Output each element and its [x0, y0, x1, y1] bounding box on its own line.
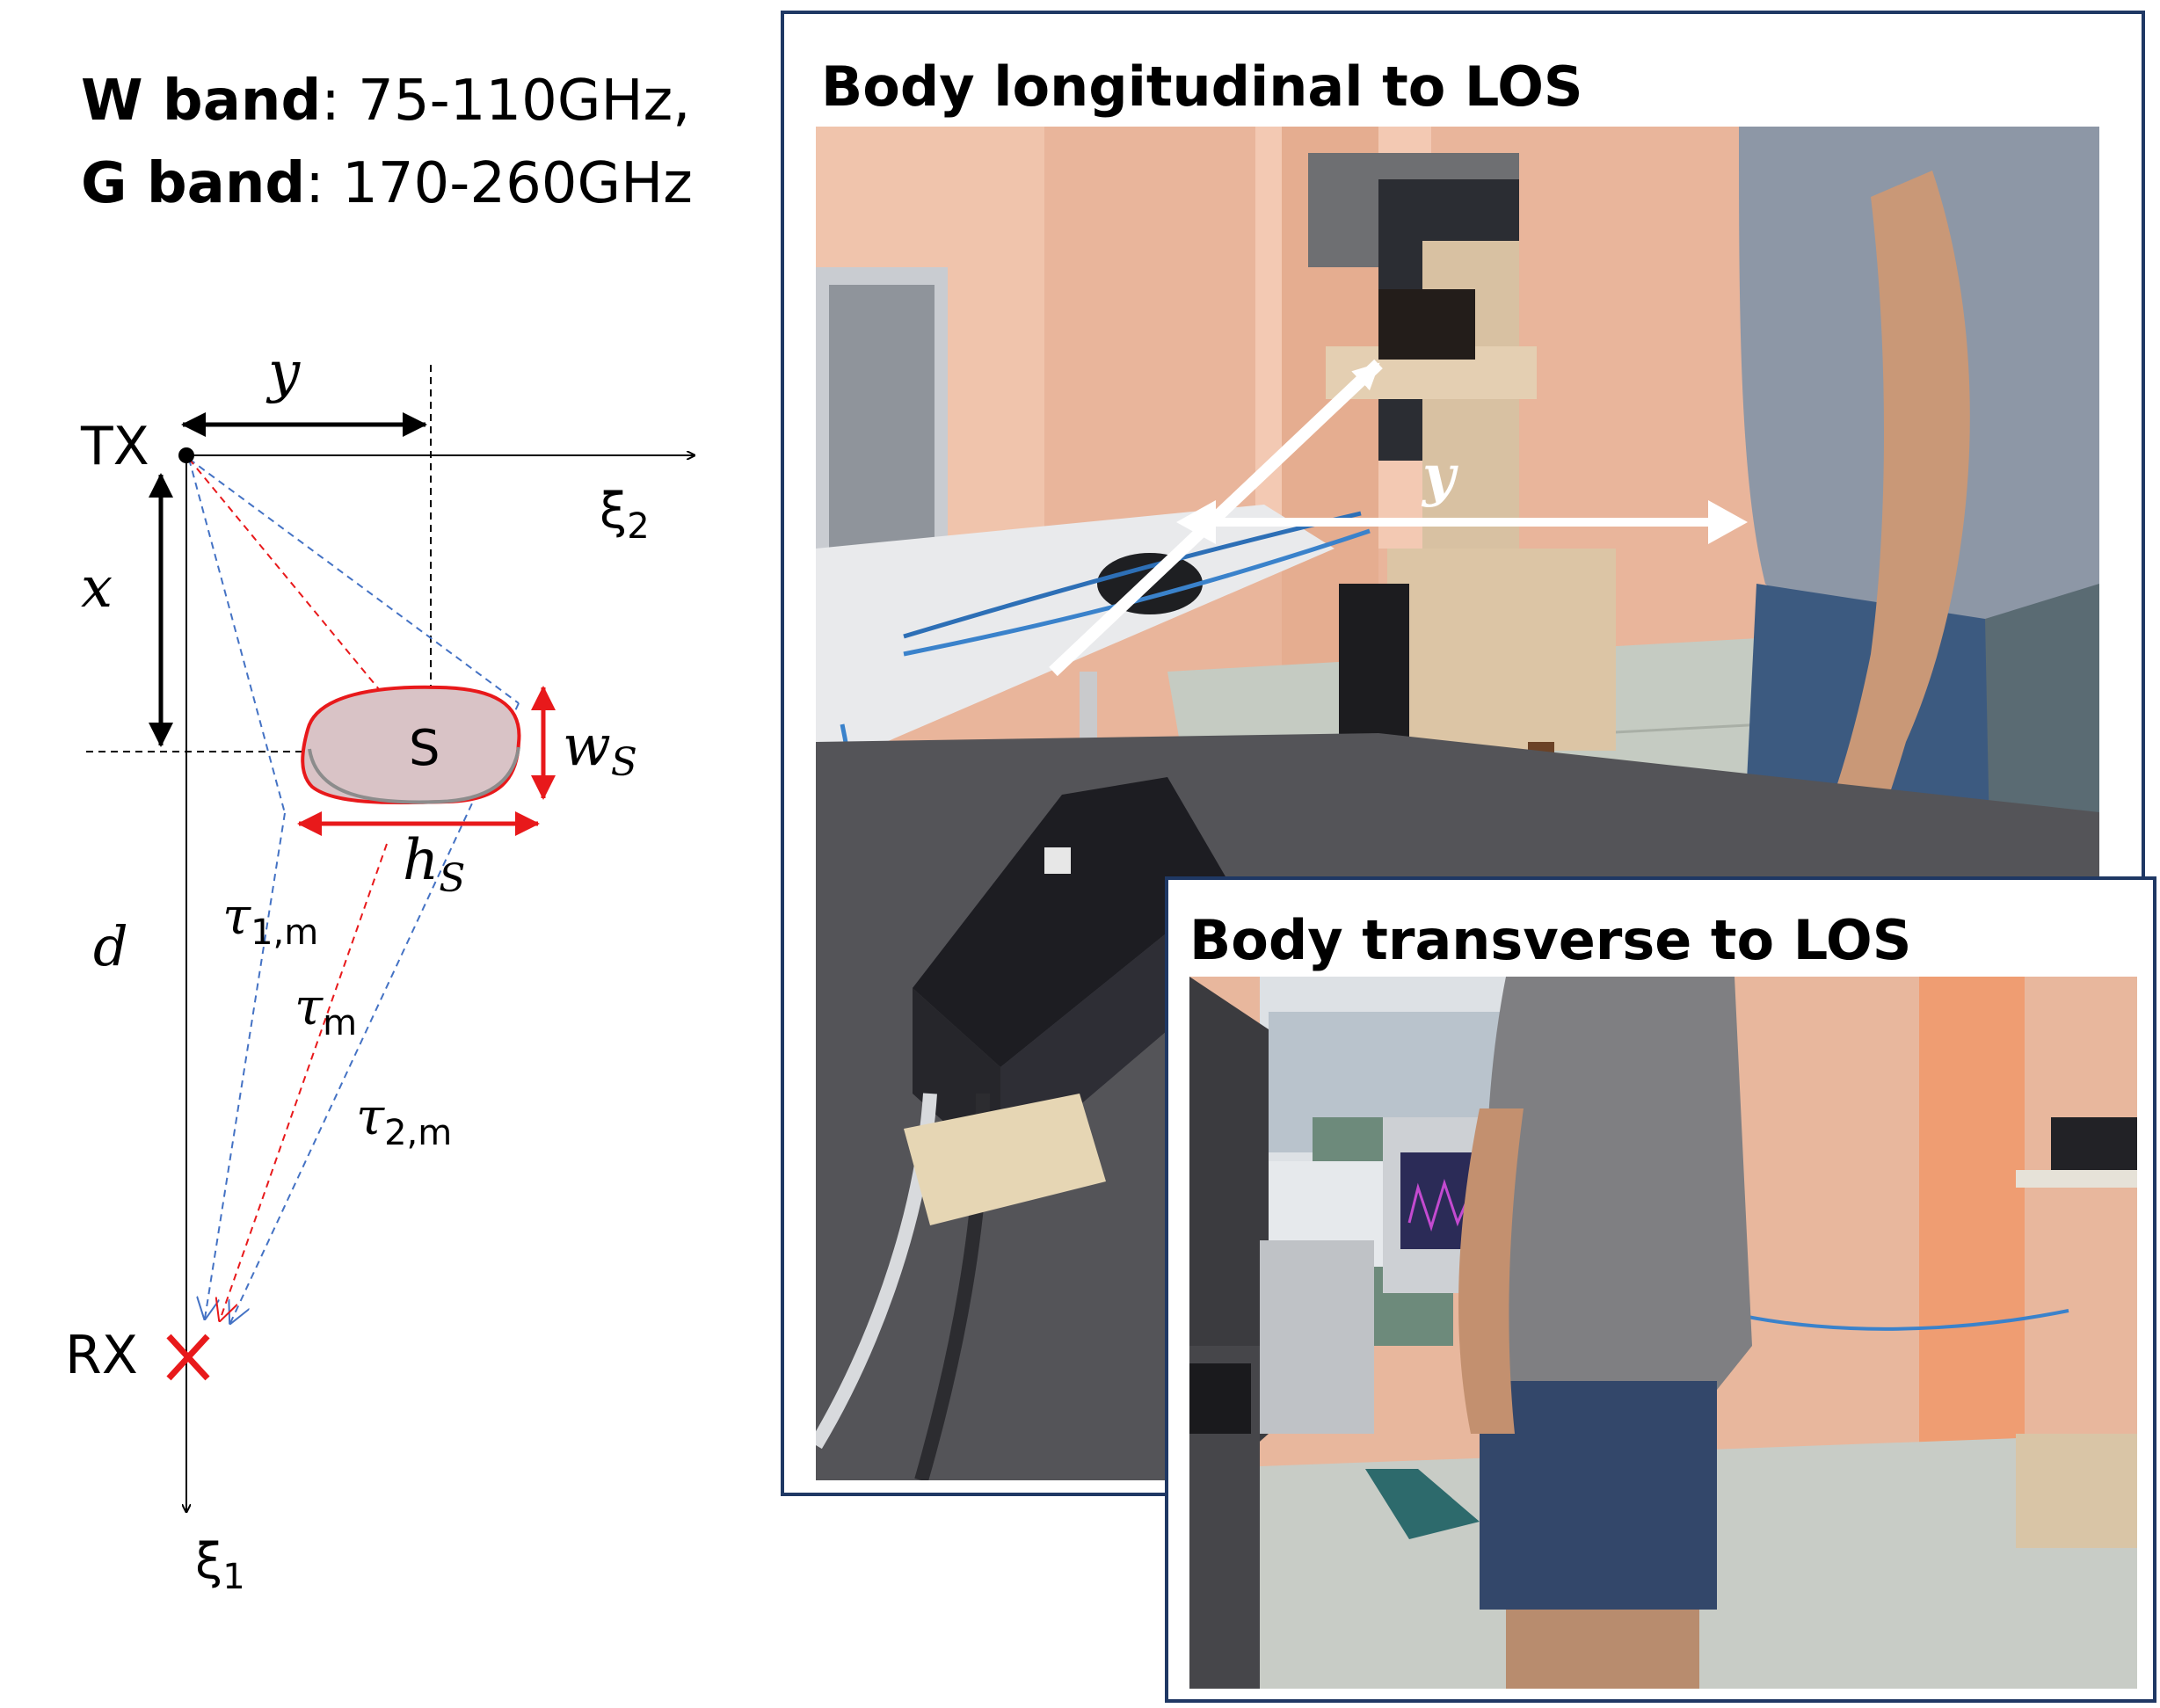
ray-tx-right-edge	[188, 458, 520, 704]
g-band-name: G band	[81, 151, 306, 216]
transverse-photo-frame: Body transverse to LOS	[1165, 876, 2156, 1703]
taum-label: τm	[295, 977, 357, 1043]
d-label: d	[93, 914, 128, 978]
w-band-name: W band	[81, 69, 322, 134]
tau1-label: τ1,m	[222, 886, 318, 953]
g-band-line: G band: 170-260GHz	[81, 151, 693, 216]
transverse-title: Body transverse to LOS	[1189, 908, 1912, 972]
xi1-label: ξ1	[195, 1533, 245, 1597]
scatterer-shadow	[308, 746, 520, 804]
g-band-range: : 170-260GHz	[305, 151, 693, 216]
longitudinal-y-label: y	[1422, 443, 1456, 509]
x-label: x	[81, 556, 113, 621]
geometry-diagram: TX RX ξ2 ξ1 y x d S wS hS τ1,m τm τ2,m	[65, 340, 756, 1597]
ray-tx-left-edge	[188, 458, 286, 814]
ray-tx-center	[188, 458, 388, 700]
rx-label: RX	[65, 1325, 138, 1386]
y-label: y	[265, 340, 301, 405]
w-band-range: : 75-110GHz,	[321, 69, 691, 134]
ray-taum	[220, 843, 388, 1320]
rx-cross-b	[166, 1334, 210, 1381]
hs-label: hS	[403, 828, 465, 901]
tx-label: TX	[80, 416, 149, 477]
s-label: S	[409, 720, 440, 777]
tx-dot	[178, 447, 194, 463]
ws-label: wS	[563, 714, 637, 785]
transverse-photo	[1189, 977, 2137, 1689]
tau2-label: τ2,m	[356, 1087, 452, 1153]
w-band-line: W band: 75-110GHz,	[81, 69, 691, 134]
transverse-scene	[1189, 977, 2137, 1689]
ray-tau2	[230, 702, 520, 1323]
xi2-label: ξ2	[600, 483, 650, 547]
longitudinal-title: Body longitudinal to LOS	[821, 55, 1583, 119]
